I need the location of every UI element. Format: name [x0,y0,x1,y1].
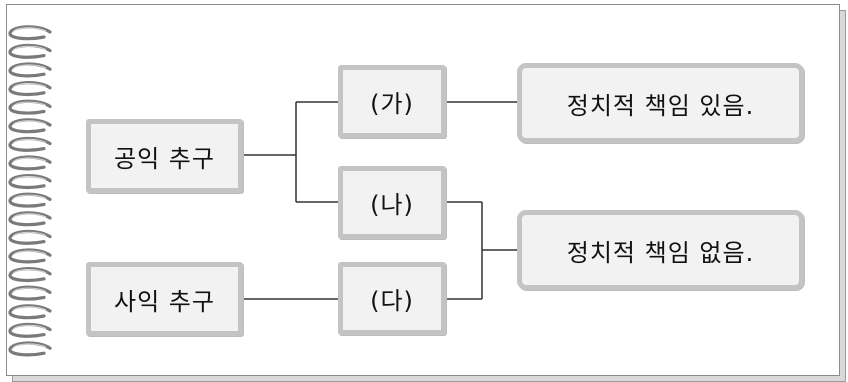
spiral-ring [8,118,52,134]
node-ga: (가) [338,65,446,138]
spiral-ring-highlight [12,27,47,33]
spiral-ring-highlight [12,324,47,330]
spiral-ring [8,81,52,97]
spiral-ring [8,229,52,245]
spiral-binding [8,25,52,357]
spiral-ring-highlight [12,213,47,219]
spiral-ring [8,211,52,227]
spiral-ring [8,136,52,152]
spiral-ring [8,43,52,59]
spiral-ring [8,304,52,320]
spiral-ring-highlight [12,176,47,182]
spiral-ring-highlight [12,306,47,312]
spiral-ring [8,192,52,208]
spiral-ring-highlight [12,138,47,144]
node-public-interest: 공익 추구 [86,119,243,193]
spiral-ring-highlight [12,45,47,51]
spiral-ring [8,248,52,264]
spiral-ring [8,25,52,41]
spiral-ring-highlight [12,83,47,89]
spiral-ring [8,99,52,115]
spiral-ring-highlight [12,157,47,163]
spiral-ring-highlight [12,250,47,256]
spiral-ring [8,285,52,301]
node-private-interest: 사익 추구 [86,262,243,336]
spiral-ring-highlight [12,120,47,126]
spiral-ring [8,62,52,78]
spiral-ring [8,155,52,171]
spiral-ring-highlight [12,64,47,70]
spiral-ring [8,322,52,338]
node-na: (나) [338,166,446,239]
spiral-ring [8,174,52,190]
spiral-ring-highlight [12,231,47,237]
node-da: (다) [338,262,446,335]
spiral-ring [8,267,52,283]
node-political-responsibility: 정치적 책임 있음. [517,63,804,143]
spiral-ring-highlight [12,343,47,349]
spiral-ring-highlight [12,101,47,107]
node-no-political-responsibility: 정치적 책임 없음. [517,210,804,290]
spiral-ring-highlight [12,269,47,275]
spiral-ring-highlight [12,194,47,200]
spiral-ring-highlight [12,287,47,293]
spiral-ring [8,341,52,357]
